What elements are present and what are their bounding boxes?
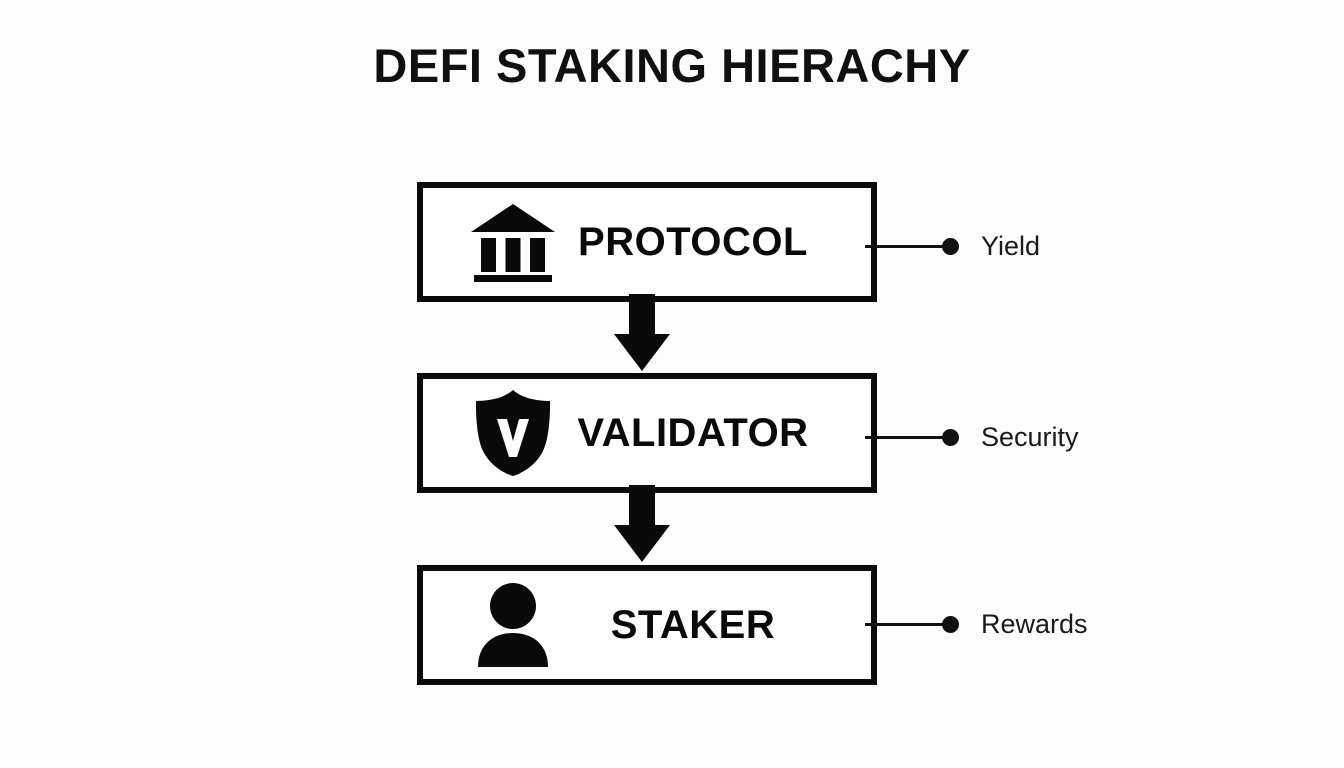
- node-label-protocol: PROTOCOL: [578, 220, 808, 264]
- connector-dot-rewards: [942, 615, 959, 633]
- node-box-protocol[interactable]: PROTOCOL: [417, 182, 877, 302]
- node-label-validator: VALIDATOR: [577, 411, 809, 455]
- annotation-rewards: Rewards: [865, 610, 1088, 637]
- annotation-yield: Yield: [865, 232, 1040, 259]
- connector-line-rewards: [865, 622, 943, 626]
- annotation-label-security: Security: [981, 421, 1079, 452]
- annotation-label-yield: Yield: [981, 230, 1041, 261]
- shield-v-icon: [465, 389, 561, 477]
- page-title: DEFI STAKING HIERACHY: [373, 39, 971, 92]
- connector-line-yield: [865, 244, 943, 248]
- arrow-protocol-to-validator: [613, 294, 671, 372]
- arrow-validator-to-staker: [613, 485, 671, 563]
- annotation-security: Security: [865, 423, 1079, 450]
- connector-dot-yield: [942, 237, 959, 255]
- connector-line-security: [865, 435, 943, 439]
- node-label-staker: STAKER: [610, 603, 776, 647]
- annotation-label-rewards: Rewards: [981, 608, 1088, 639]
- node-box-staker[interactable]: STAKER: [417, 565, 877, 685]
- node-box-validator[interactable]: VALIDATOR: [417, 373, 877, 493]
- connector-dot-security: [942, 428, 959, 446]
- bank-icon: [465, 202, 561, 282]
- person-icon: [465, 583, 561, 667]
